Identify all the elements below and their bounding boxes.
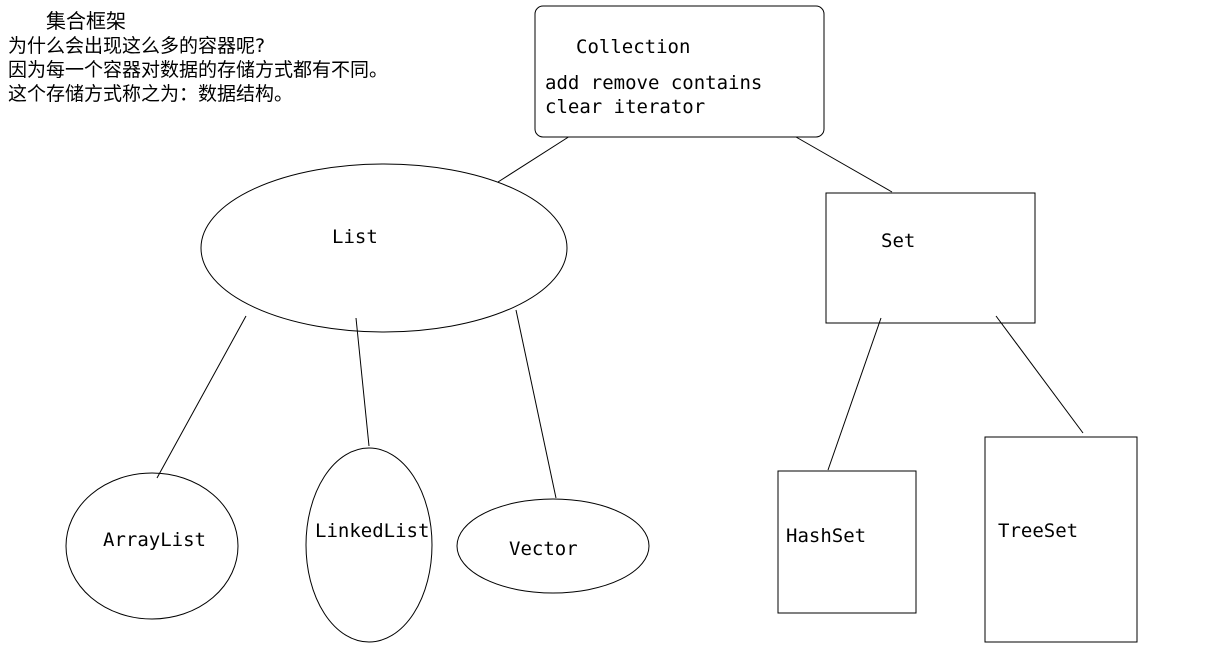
list-node: List [200,163,568,333]
edge-set-hashset [827,317,882,471]
set-label: Set [881,230,915,252]
list-ellipse [200,163,568,333]
treeset-label: TreeSet [998,520,1078,542]
hashset-label: HashSet [786,525,866,547]
set-box [825,192,1036,324]
arraylist-label: ArrayList [103,529,206,551]
edge-list-linkedlist [355,317,370,447]
connectors [156,128,1084,499]
edge-set-treeset [995,315,1084,434]
edge-collection-list [497,128,582,183]
edge-list-vector [515,309,557,499]
collection-box [534,5,825,138]
hashset-box [777,470,917,614]
notes-line-2: 因为每一个容器对数据的存储方式都有不同。 [8,59,389,81]
notes-line-1: 为什么会出现这么多的容器呢? [8,35,266,57]
collection-methods-line-1: add remove contains [545,72,762,94]
linkedlist-label: LinkedList [315,520,429,542]
linkedlist-node: LinkedList [305,447,433,643]
arraylist-ellipse [65,472,239,620]
edge-collection-set [795,136,893,193]
notes-title: 集合框架 [46,9,126,33]
notes-line-3: 这个存储方式称之为：数据结构。 [8,83,294,105]
vector-label: Vector [509,538,578,560]
collection-node: Collection add remove contains clear ite… [534,5,825,138]
hashset-node: HashSet [777,470,917,614]
linkedlist-ellipse [305,447,433,643]
collection-label: Collection [576,36,690,58]
edge-list-arraylist [156,315,247,479]
set-node: Set [825,192,1036,324]
treeset-box [984,436,1138,643]
treeset-node: TreeSet [984,436,1138,643]
collection-methods-line-2: clear iterator [545,96,705,118]
list-label: List [332,226,378,248]
vector-node: Vector [456,498,650,594]
arraylist-node: ArrayList [65,472,239,620]
notes-block: 集合框架 为什么会出现这么多的容器呢? 因为每一个容器对数据的存储方式都有不同。… [8,8,388,106]
vector-ellipse [456,498,650,594]
